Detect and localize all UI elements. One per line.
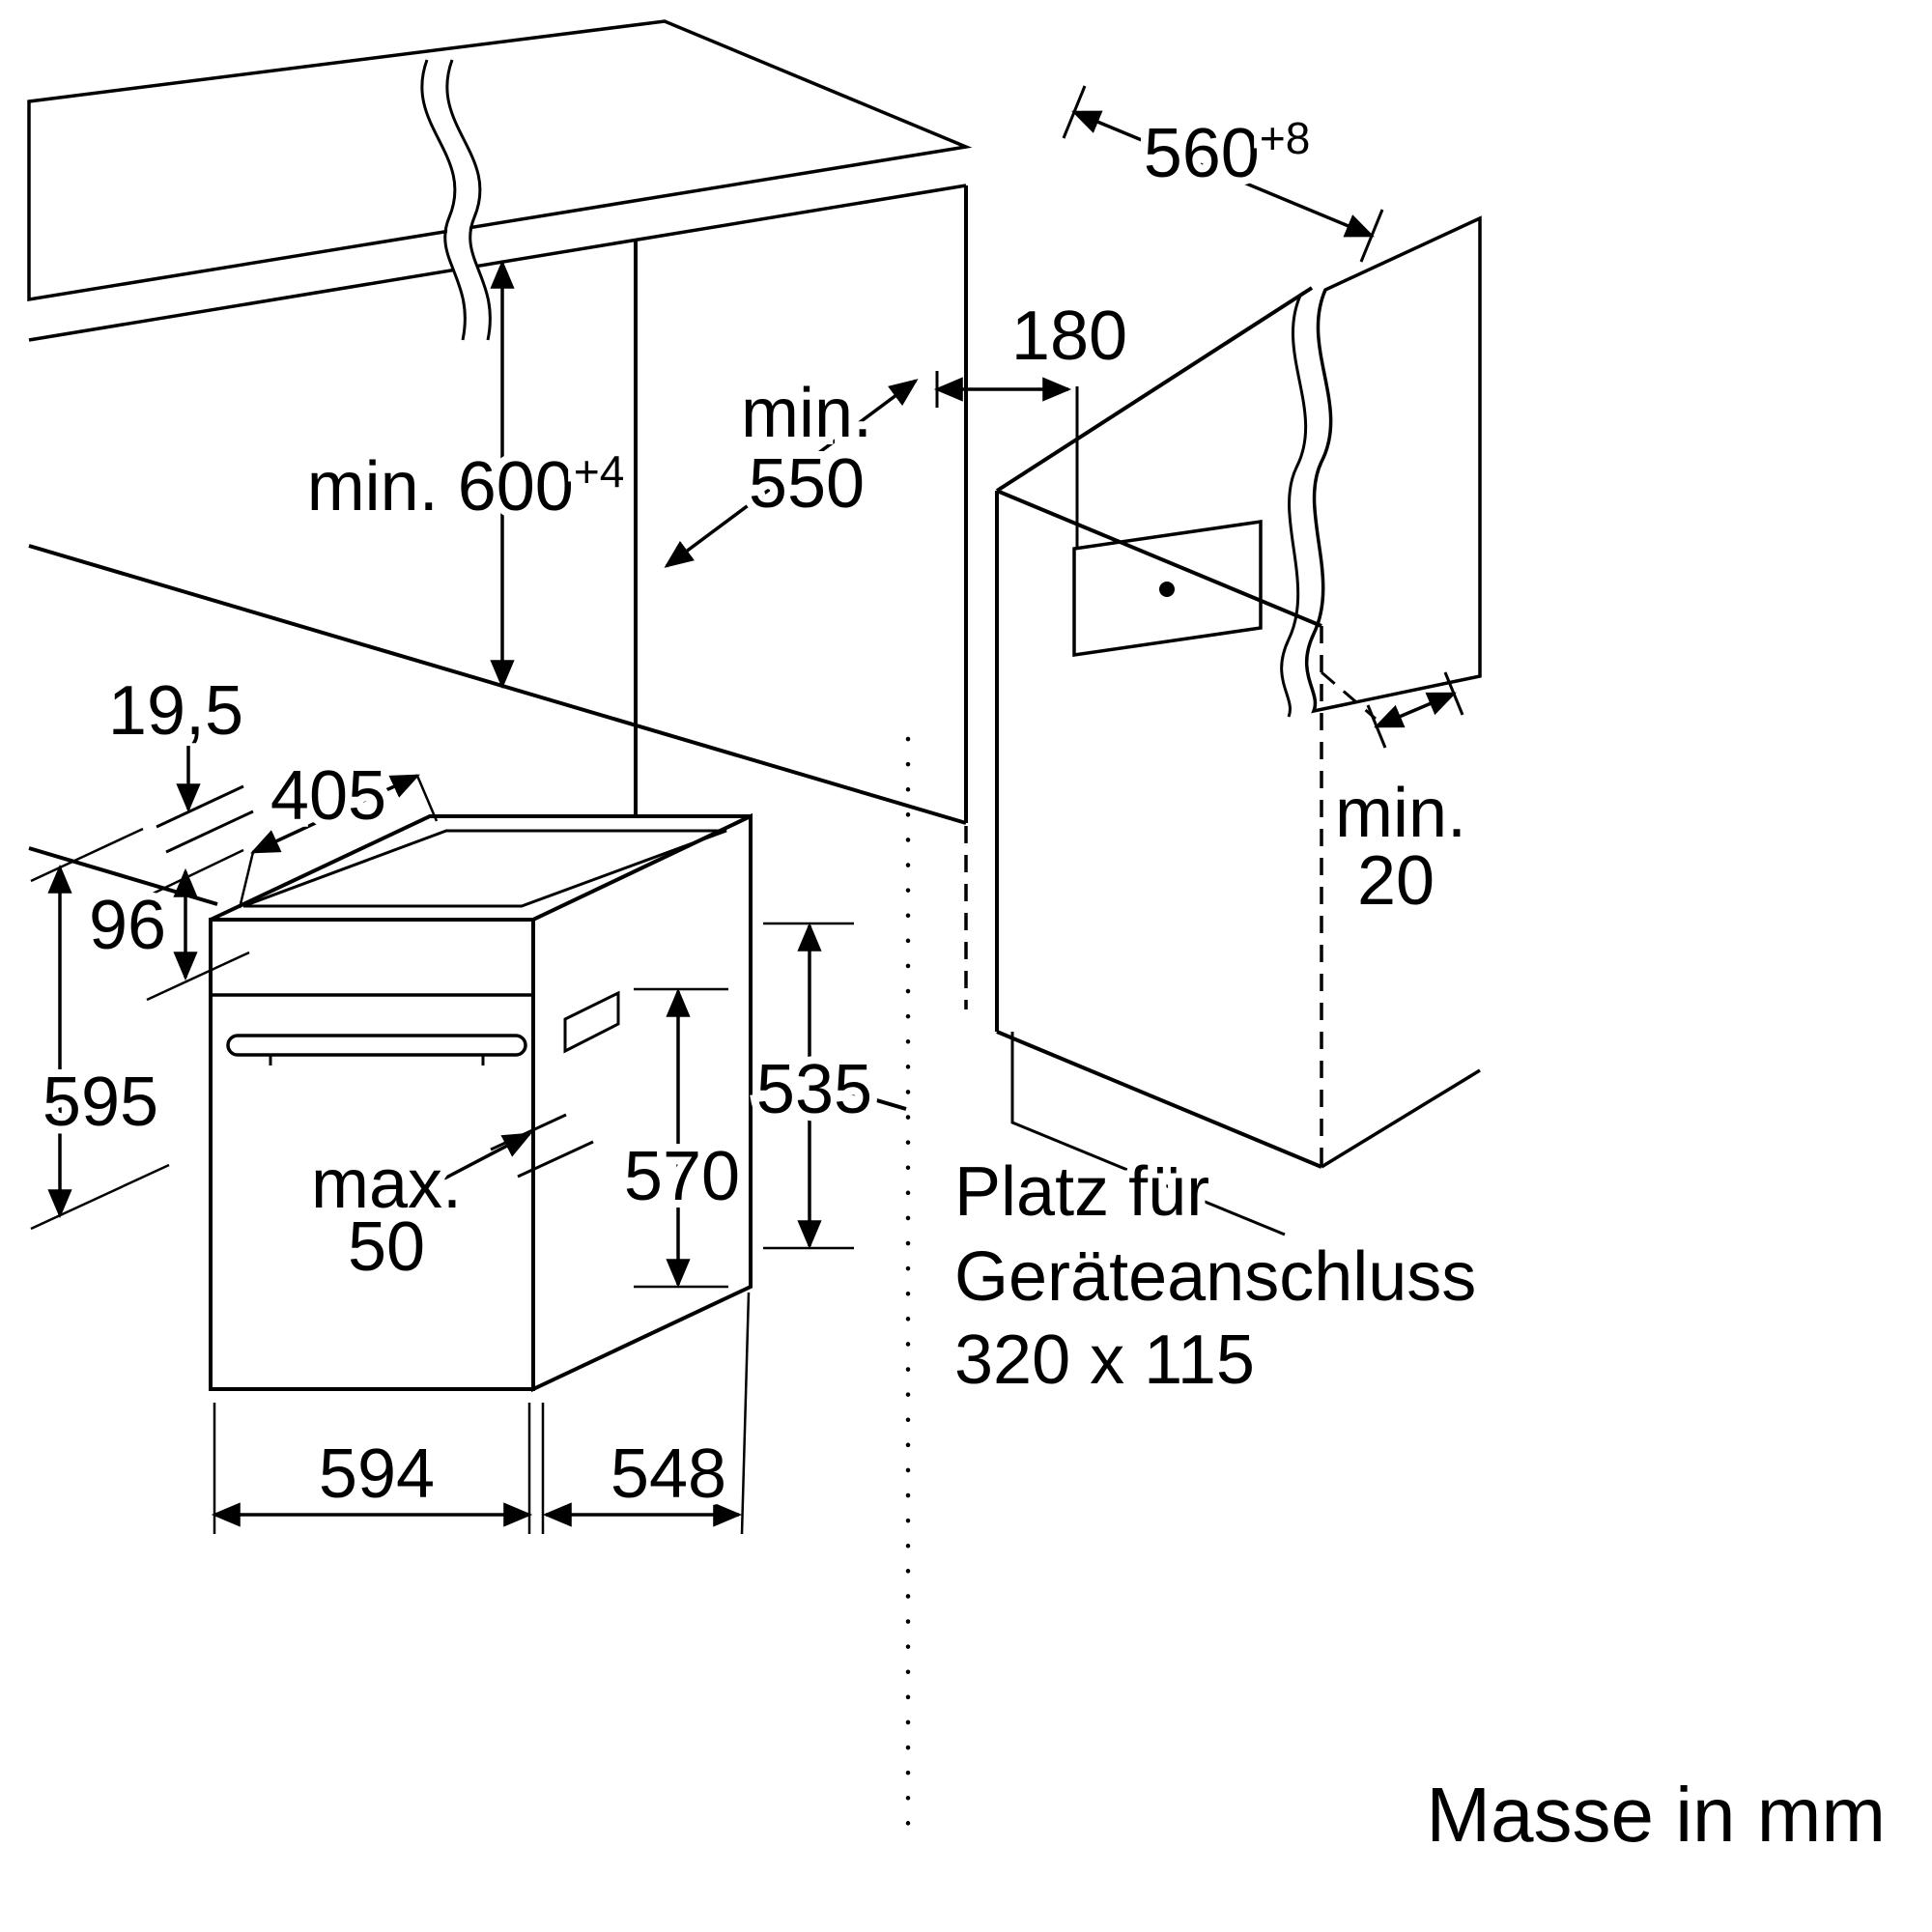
note-connection-space: Platz für Geräteanschluss 320 x 115 [947, 1146, 1484, 1406]
oven-side-grip [563, 990, 620, 1054]
niche-opening-bottom-edge [996, 1030, 1322, 1169]
dim-niche-width: 560+8 [1062, 85, 1384, 263]
dim-panel-height-label: 96 [89, 887, 166, 964]
countertop-break-gap [423, 56, 489, 343]
dim-rear-gap-label-2: 20 [1357, 842, 1435, 920]
countertop-edge [28, 184, 967, 342]
countertop [27, 19, 973, 343]
dim-oven-depth: 548 [541, 1292, 751, 1535]
oven-side-face [531, 812, 753, 1393]
wall-section [1304, 215, 1482, 714]
dim-niche-height: min. 600+4 [299, 259, 632, 690]
dim-connection-offset: 180 [933, 290, 1135, 408]
dim-oven-width: 594 [211, 1403, 533, 1534]
dim-niche-width-label: 560+8 [1144, 113, 1311, 192]
dim-cavity-height-label: 570 [624, 1138, 740, 1215]
countertop-break-line-right [445, 59, 492, 341]
note-line-3: 320 x 115 [954, 1321, 1255, 1399]
countertop-surface [27, 19, 973, 302]
dim-body-height-label: 535 [756, 1051, 872, 1128]
dim-oven-width-label: 594 [319, 1435, 435, 1513]
dim-cavity-height: 570 [616, 987, 748, 1289]
niche-floor-edge [1321, 1068, 1481, 1169]
dim-rear-gap-label-1: min. [1335, 775, 1466, 852]
dim-niche-depth-label-1: min. [741, 375, 872, 452]
tall-niche [995, 215, 1482, 1236]
dim-niche-height-label: min. 600+4 [307, 446, 625, 526]
dim-panel-height: 96 [81, 848, 250, 1002]
dim-handle-depth-label-2: 50 [348, 1208, 425, 1286]
oven-handle [226, 1034, 527, 1057]
dim-top-depth: 405 [238, 750, 439, 909]
dim-oven-height-label: 595 [43, 1064, 158, 1141]
dim-oven-depth-label: 548 [611, 1435, 726, 1513]
dim-connection-offset-label: 180 [1011, 298, 1127, 375]
countertop-break-line-left [420, 59, 467, 341]
oven [209, 812, 753, 1393]
dim-oven-height: 595 [30, 827, 170, 1231]
dim-niche-depth: min. 550 [664, 367, 919, 568]
oven-front-face [209, 918, 535, 1391]
dim-handle-depth: max. 50 [303, 1113, 594, 1293]
units-label: Masse in mm [1426, 1772, 1886, 1858]
floor-line-right [754, 1063, 907, 1111]
niche-opening-top-edge [996, 489, 1322, 628]
connection-area-hatch [1072, 519, 1263, 658]
niche-side-top-edge [995, 286, 1314, 493]
dim-niche-depth-label-2: 550 [749, 445, 865, 523]
dim-body-height: 535 [749, 922, 880, 1250]
oven-top-rim [242, 829, 727, 908]
dim-frame-overhang-label: 19,5 [108, 672, 243, 750]
note-line-1: Platz für [954, 1153, 1209, 1231]
dim-top-depth-label: 405 [270, 757, 386, 835]
dim-frame-overhang: 19,5 [100, 665, 254, 854]
dim-rear-gap: min. 20 [1321, 670, 1474, 927]
connection-dot [1159, 582, 1175, 597]
niche-plinth [1010, 1032, 1286, 1236]
dim-handle-depth-label-1: max. [311, 1146, 462, 1223]
wall-break-line [1280, 295, 1308, 718]
note-line-2: Geräteanschluss [954, 1238, 1476, 1316]
